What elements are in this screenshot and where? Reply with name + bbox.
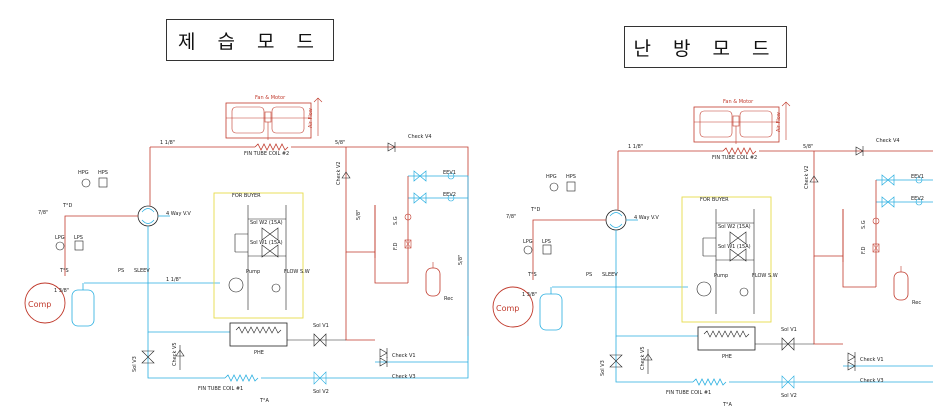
check-v4-label: Check V4 — [408, 134, 432, 140]
lps-label: LPS — [542, 239, 551, 245]
check-v5-label: Check V5 — [640, 346, 646, 370]
lpg-label: LPG — [523, 239, 533, 245]
for-buyer-label: FOR BUYER — [700, 197, 729, 203]
sleev-label: SLEEV — [602, 272, 618, 278]
pipe-size-label: 1 1/8" — [160, 140, 175, 146]
title-dehumidify-mode: 제 습 모 드 — [166, 19, 334, 61]
eev1-label: EEV1 — [911, 174, 924, 180]
cycle-diagram-dehumidify: Fan & Motor Air Flow FIN TUBE COIL #2 1 … — [24, 95, 469, 404]
title-heating-mode: 난 방 모 드 — [624, 26, 787, 68]
hps-label: HPS — [98, 170, 108, 176]
sg-label: S.G — [393, 216, 399, 225]
sleev-label: SLEEV — [134, 268, 150, 274]
hpg-label: HPG — [546, 174, 557, 180]
fd-label: F.D — [861, 246, 867, 254]
flow-sw-label: FLOW S.W — [284, 269, 310, 275]
sg-label: S.G — [861, 220, 867, 229]
check-v4-label: Check V4 — [876, 138, 900, 144]
lps-label: LPS — [74, 235, 83, 241]
pipe-size-label: 5/8" — [803, 144, 813, 150]
air-flow-label: Air Flow — [308, 108, 314, 128]
pipe-size-label: 1 3/8" — [54, 288, 69, 294]
fd-label: F.D — [393, 242, 399, 250]
check-v1-label: Check V1 — [392, 353, 416, 359]
sol-w1-label: Sol W1 (15A) — [718, 244, 751, 250]
temp-a-label: T°A — [722, 402, 733, 408]
receiver-label: Rec — [912, 300, 921, 306]
sol-v1-label: Sol V1 — [313, 323, 329, 329]
phe-label: PHE — [254, 350, 264, 356]
fin-tube-coil-1-label: FIN TUBE COIL #1 — [666, 390, 711, 396]
pipe-size-label: 7/8" — [38, 210, 48, 216]
check-v2-label: Check V2 — [804, 165, 810, 189]
hpg-label: HPG — [78, 170, 89, 176]
compressor-label: Comp — [28, 300, 51, 309]
cycle-diagram-heating: Fan & Motor Air Flow FIN TUBE COIL #2 1 … — [492, 99, 933, 408]
eev1-label: EEV1 — [443, 170, 456, 176]
pipe-size-label: 1 1/8" — [628, 144, 643, 150]
fin-tube-coil-2-label: FIN TUBE COIL #2 — [244, 151, 289, 157]
pipe-size-label: 5/8" — [335, 140, 345, 146]
fin-tube-coil-1-label: FIN TUBE COIL #1 — [198, 386, 243, 392]
receiver-label: Rec — [444, 296, 453, 302]
check-v1-label: Check V1 — [860, 357, 884, 363]
ps-label: PS — [586, 272, 592, 278]
temp-d-label: T°D — [62, 203, 73, 209]
fan-motor-label: Fan & Motor — [255, 95, 286, 101]
temp-s-label: T°S — [59, 268, 69, 274]
for-buyer-label: FOR BUYER — [232, 193, 261, 199]
phe-label: PHE — [722, 354, 732, 360]
pipe-size-label: 5/8" — [458, 255, 464, 265]
pipe-size-label: 1 3/8" — [522, 292, 537, 298]
four-way-valve-label: 4 Way V.V — [166, 211, 191, 217]
pipe-size-label: 5/8" — [356, 210, 362, 220]
sol-w1-label: Sol W1 (15A) — [250, 240, 283, 246]
pipe-size-label: 7/8" — [506, 214, 516, 220]
sol-v3-label: Sol V3 — [132, 356, 138, 372]
flow-sw-label: FLOW S.W — [752, 273, 778, 279]
eev2-label: EEV2 — [911, 196, 924, 202]
sol-w2-label: Sol W2 (15A) — [718, 224, 751, 230]
pump-label: Pump — [714, 273, 728, 279]
lpg-label: LPG — [55, 235, 65, 241]
fan-motor-label: Fan & Motor — [723, 99, 754, 105]
check-v3-label: Check V3 — [392, 374, 416, 380]
sol-v2-label: Sol V2 — [313, 389, 329, 395]
sol-v3-label: Sol V3 — [600, 360, 606, 376]
fin-tube-coil-2-label: FIN TUBE COIL #2 — [712, 155, 757, 161]
temp-d-label: T°D — [530, 207, 541, 213]
temp-s-label: T°S — [527, 272, 537, 278]
title-dehumidify-text: 제 습 모 드 — [177, 30, 323, 53]
check-v2-label: Check V2 — [336, 161, 342, 185]
compressor-label: Comp — [496, 304, 519, 313]
sol-w2-label: Sol W2 (15A) — [250, 220, 283, 226]
temp-a-label: T°A — [259, 398, 270, 404]
sol-v2-label: Sol V2 — [781, 393, 797, 399]
eev2-label: EEV2 — [443, 192, 456, 198]
pump-label: Pump — [246, 269, 260, 275]
sol-v1-label: Sol V1 — [781, 327, 797, 333]
pipe-size-label: 1 1/8" — [166, 277, 181, 283]
ps-label: PS — [118, 268, 124, 274]
title-heating-text: 난 방 모 드 — [633, 37, 778, 60]
check-v3-label: Check V3 — [860, 378, 884, 384]
check-v5-label: Check V5 — [172, 342, 178, 366]
hps-label: HPS — [566, 174, 576, 180]
four-way-valve-label: 4 Way V.V — [634, 215, 659, 221]
air-flow-label: Air Flow — [776, 112, 782, 132]
